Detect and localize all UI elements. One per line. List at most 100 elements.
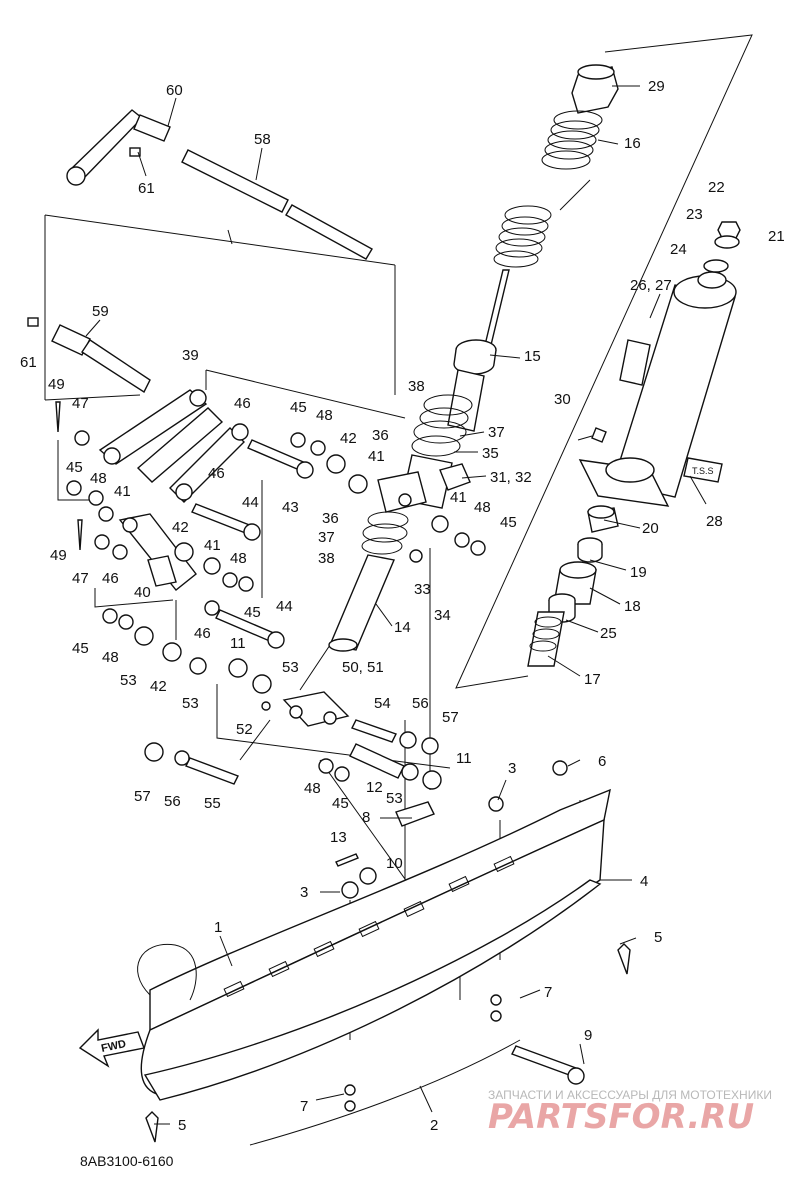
callout-36: 36 bbox=[322, 510, 339, 527]
callout-26-27: 26, 27 bbox=[630, 277, 672, 294]
linkage-arms bbox=[98, 389, 245, 591]
callout-36: 36 bbox=[372, 427, 389, 444]
callout-42: 42 bbox=[150, 678, 167, 695]
callout-61: 61 bbox=[20, 354, 37, 371]
callout-56: 56 bbox=[164, 793, 181, 810]
callout-44: 44 bbox=[276, 598, 293, 615]
callout-42: 42 bbox=[172, 519, 189, 536]
callout-55: 55 bbox=[204, 795, 221, 812]
callout-5: 5 bbox=[178, 1117, 186, 1134]
diagram-code: 8AB3100-6160 bbox=[80, 1153, 174, 1169]
watermark-caption: ЗАПЧАСТИ И АКСЕССУАРЫ ДЛЯ МОТОТЕХНИКИ bbox=[488, 1088, 772, 1102]
callout-13: 13 bbox=[330, 829, 347, 846]
callout-38: 38 bbox=[318, 550, 335, 567]
callout-10: 10 bbox=[386, 855, 403, 872]
callout-41: 41 bbox=[204, 537, 221, 554]
callout-39: 39 bbox=[182, 347, 199, 364]
callout-47: 47 bbox=[72, 570, 89, 587]
callout-6: 6 bbox=[598, 753, 606, 770]
callout-46: 46 bbox=[234, 395, 251, 412]
fwd-label: FWD bbox=[100, 1038, 127, 1055]
callout-23: 23 bbox=[686, 206, 703, 223]
leader-lines bbox=[85, 85, 707, 1125]
callout-42: 42 bbox=[340, 430, 357, 447]
callout-17: 17 bbox=[584, 671, 601, 688]
callout-45: 45 bbox=[66, 459, 83, 476]
callout-37: 37 bbox=[318, 529, 335, 546]
callout-48: 48 bbox=[474, 499, 491, 516]
callout-61: 61 bbox=[138, 180, 155, 197]
callout-40: 40 bbox=[134, 584, 151, 601]
callout-46: 46 bbox=[102, 570, 119, 587]
callout-35: 35 bbox=[482, 445, 499, 462]
callout-22: 22 bbox=[708, 179, 725, 196]
callout-48: 48 bbox=[316, 407, 333, 424]
callout-11: 11 bbox=[456, 750, 472, 767]
callout-43: 43 bbox=[282, 499, 299, 516]
callout-5: 5 bbox=[654, 929, 662, 946]
callout-53: 53 bbox=[386, 790, 403, 807]
callout-19: 19 bbox=[630, 564, 647, 581]
callout-57: 57 bbox=[134, 788, 151, 805]
callout-16: 16 bbox=[624, 135, 641, 152]
callout-45: 45 bbox=[72, 640, 89, 657]
ski-assembly: FWD bbox=[78, 788, 631, 1146]
callout-45: 45 bbox=[332, 795, 349, 812]
callout-45: 45 bbox=[500, 514, 517, 531]
callout-28: 28 bbox=[706, 513, 723, 530]
callout-48: 48 bbox=[230, 550, 247, 567]
bushings-right bbox=[527, 505, 619, 667]
callout-14: 14 bbox=[394, 619, 411, 636]
callout-46: 46 bbox=[194, 625, 211, 642]
watermark-logo: PARTSFOR.RU bbox=[488, 1097, 754, 1137]
callout-15: 15 bbox=[524, 348, 541, 365]
callout-53: 53 bbox=[120, 672, 137, 689]
callout-44: 44 bbox=[242, 494, 259, 511]
callout-12: 12 bbox=[366, 779, 383, 796]
callout-48: 48 bbox=[102, 649, 119, 666]
callout-7: 7 bbox=[300, 1098, 308, 1115]
callout-41: 41 bbox=[114, 483, 131, 500]
callout-33: 33 bbox=[414, 581, 431, 598]
callout-48: 48 bbox=[90, 470, 107, 487]
shock-body: T.S.S bbox=[577, 221, 741, 507]
callout-21: 21 bbox=[768, 228, 785, 245]
callout-38: 38 bbox=[408, 378, 425, 395]
callout-7: 7 bbox=[544, 984, 552, 1001]
callout-53: 53 bbox=[282, 659, 299, 676]
tss-tag-label: T.S.S bbox=[692, 466, 714, 476]
callout-48: 48 bbox=[304, 780, 321, 797]
callout-46: 46 bbox=[208, 465, 225, 482]
callout-11: 11 bbox=[230, 635, 246, 652]
callout-60: 60 bbox=[166, 82, 183, 99]
callout-2: 2 bbox=[430, 1117, 438, 1134]
callout-37: 37 bbox=[488, 424, 505, 441]
callout-56: 56 bbox=[412, 695, 429, 712]
callout-4: 4 bbox=[640, 873, 648, 890]
callout-9: 9 bbox=[584, 1027, 592, 1044]
callout-8: 8 bbox=[362, 809, 370, 826]
callout-31-32: 31, 32 bbox=[490, 469, 532, 486]
callout-3: 3 bbox=[508, 760, 516, 777]
callout-49: 49 bbox=[50, 547, 67, 564]
callout-3: 3 bbox=[300, 884, 308, 901]
callout-34: 34 bbox=[434, 607, 451, 624]
callout-52: 52 bbox=[236, 721, 253, 738]
callout-18: 18 bbox=[624, 598, 641, 615]
callout-53: 53 bbox=[182, 695, 199, 712]
callout-57: 57 bbox=[442, 709, 459, 726]
callout-45: 45 bbox=[244, 604, 261, 621]
hardware bbox=[55, 401, 585, 1112]
callout-47: 47 bbox=[72, 395, 89, 412]
callout-30: 30 bbox=[554, 391, 571, 408]
callouts: 60 58 61 59 61 39 49 47 46 45 48 42 41 4… bbox=[20, 78, 785, 1134]
callout-41: 41 bbox=[450, 489, 467, 506]
shock-absorber-assembly bbox=[328, 64, 619, 652]
callout-25: 25 bbox=[600, 625, 617, 642]
callout-45: 45 bbox=[290, 399, 307, 416]
rods-and-crank bbox=[27, 109, 373, 394]
callout-50-51: 50, 51 bbox=[342, 659, 384, 676]
callout-58: 58 bbox=[254, 131, 271, 148]
callout-20: 20 bbox=[642, 520, 659, 537]
